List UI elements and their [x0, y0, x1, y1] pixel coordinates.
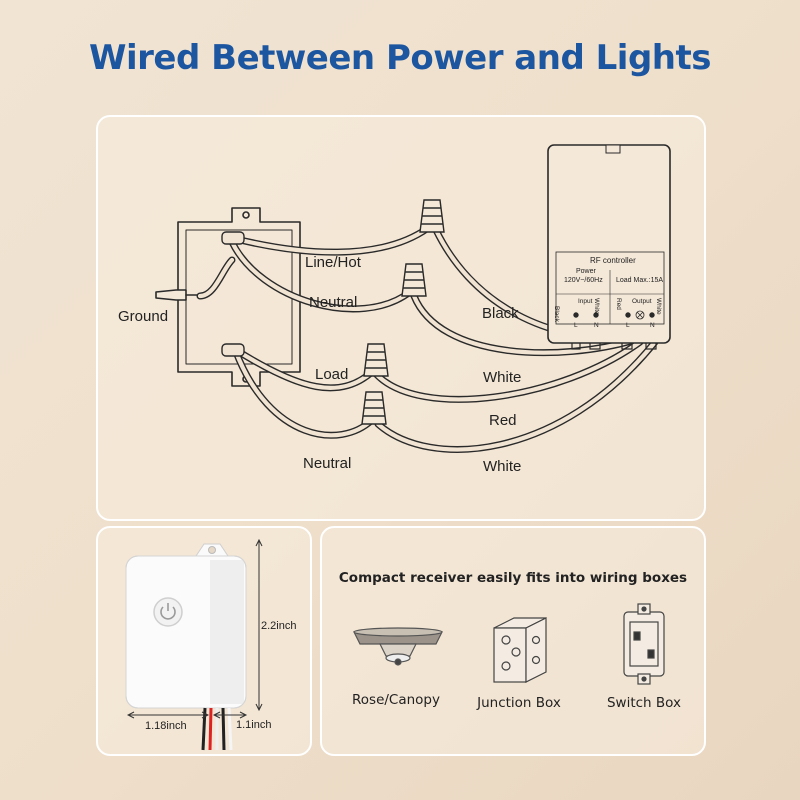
label-load: Load — [315, 366, 349, 383]
label-ground: Ground — [118, 308, 169, 325]
page-title: Wired Between Power and Lights — [89, 38, 712, 78]
terminal-black: Black — [553, 306, 560, 322]
controller-power: Power — [576, 268, 596, 275]
size-panel — [96, 526, 312, 756]
label-red: Red — [489, 412, 517, 429]
terminal-white-out: White — [655, 298, 662, 315]
label-line-hot: Line/Hot — [305, 254, 361, 271]
terminal-input: Input — [578, 298, 593, 305]
wall-box — [177, 207, 301, 387]
terminal-white-in: White — [593, 298, 600, 315]
terminal-output: Output — [632, 298, 652, 305]
terminal-letter-2: N — [594, 322, 599, 329]
label-white-bottom: White — [483, 458, 522, 475]
terminal-letter-3: L — [626, 322, 630, 329]
terminal-red: Red — [615, 298, 622, 310]
dimension-height: 2.2inch — [261, 620, 297, 632]
label-white-top: White — [483, 369, 522, 386]
dimension-width: 1.18inch — [145, 720, 187, 732]
controller-rating: 120V~/60Hz — [564, 277, 603, 284]
box-caption-junction: Junction Box — [477, 695, 561, 711]
label-neutral-bottom: Neutral — [303, 455, 352, 472]
label-black: Black — [482, 305, 519, 322]
dimension-depth: 1.1inch — [236, 719, 272, 731]
controller-name: RF controller — [590, 256, 636, 265]
terminal-letter-4: N — [650, 322, 655, 329]
ground-connector — [155, 289, 187, 301]
fit-title: Compact receiver easily fits into wiring… — [338, 570, 688, 586]
box-caption-rose: Rose/Canopy — [352, 692, 440, 708]
box-caption-switch: Switch Box — [606, 695, 682, 711]
wire-nuts — [361, 199, 445, 425]
label-neutral-top: Neutral — [309, 294, 358, 311]
rf-controller — [547, 144, 671, 350]
fit-panel: Compact receiver easily fits into wiring… — [320, 526, 706, 756]
controller-load-max: Load Max.:15A — [616, 277, 664, 284]
terminal-letter-1: L — [574, 322, 578, 329]
